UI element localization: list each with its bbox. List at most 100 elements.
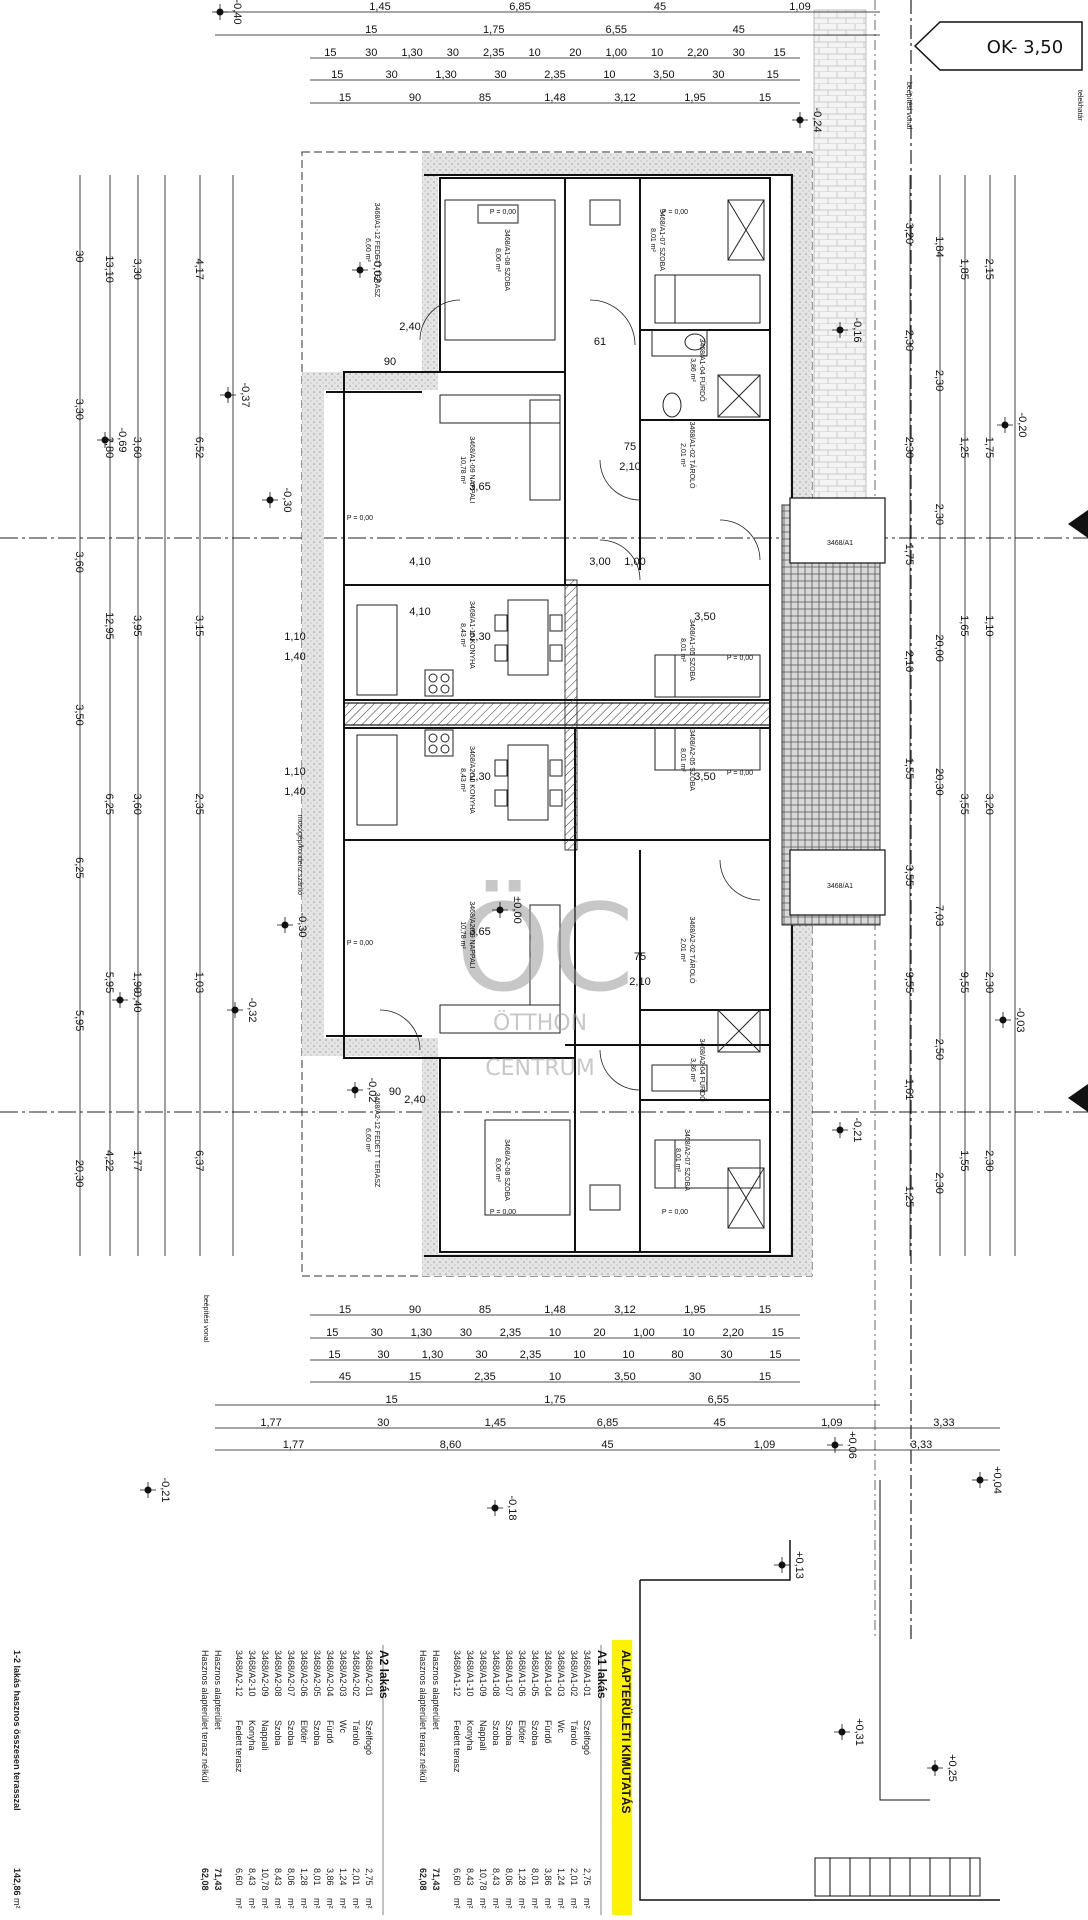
bottom-dim-row2: 10 xyxy=(549,1327,561,1339)
left-dim-col3: 3,60 xyxy=(131,437,143,458)
top-dim-row2: 1,75 xyxy=(483,24,504,36)
ok-badge-label: OK- 3,50 xyxy=(987,37,1063,58)
room-area: 8,43 m² xyxy=(459,623,466,647)
left-dim-col2: 6,25 xyxy=(103,793,115,814)
bottom-dim-row2: 10 xyxy=(683,1327,695,1339)
right-dim-col3: 3,55 xyxy=(958,793,970,814)
floor-level-mark: P = 0,00 xyxy=(662,1209,688,1216)
table-row-unit: m² xyxy=(543,1898,553,1909)
table-row-name: Wc xyxy=(338,1720,348,1733)
level-mark: -0,40 xyxy=(212,0,243,25)
interior-dim: 1,10 xyxy=(284,766,305,778)
table-row-code: 3468/A2-03 xyxy=(338,1650,348,1697)
left-dim-col1: 30 xyxy=(73,250,85,262)
table-row-code: 3468/A1-03 xyxy=(556,1650,566,1697)
room-area: 8,06 m² xyxy=(494,1158,501,1182)
room-area: 8,01 m² xyxy=(674,1148,681,1172)
bottom-dim-row6: 6,85 xyxy=(597,1417,618,1429)
table-row-unit: m² xyxy=(556,1898,566,1909)
bottom-dim-row1: 3,12 xyxy=(614,1304,635,1316)
level-mark: -0,03 xyxy=(995,1007,1026,1033)
table-row-name: Előtér xyxy=(299,1720,309,1744)
top-dim-row3: 10 xyxy=(651,47,663,59)
bottom-dim-row5: 6,55 xyxy=(708,1394,729,1406)
left-dim-col3: 3,95 xyxy=(131,615,143,636)
top-dim-row4: 3,50 xyxy=(653,69,674,81)
table-row-area: 10,78 xyxy=(260,1868,270,1891)
table-row-code: 3468/A1-05 xyxy=(530,1650,540,1697)
right-dim-col3: 1,85 xyxy=(958,258,970,279)
level-mark: +0,13 xyxy=(774,1551,805,1579)
left-dim-col1: 3,30 xyxy=(73,399,85,420)
table-row-name: Szélfogó xyxy=(364,1720,374,1755)
room-name: 3468/A2-12 FEDETT TERASZ xyxy=(373,1093,380,1188)
room-name: 3468/A2-08 SZOBA xyxy=(503,1139,510,1201)
level-mark: -0,21 xyxy=(832,1117,863,1143)
watermark-line2: CENTRUM xyxy=(485,1056,595,1081)
table-row-unit: m² xyxy=(582,1898,592,1909)
table-total-value: 71,43 xyxy=(213,1868,223,1891)
bottom-dim-row2: 1,30 xyxy=(411,1327,432,1339)
room-name: 3468/A2-09 NAPPALI xyxy=(468,901,475,968)
table-row-name: Szélfogó xyxy=(582,1720,592,1755)
top-dim-row3: 30 xyxy=(447,47,459,59)
table-row-unit: m² xyxy=(286,1898,296,1909)
entrance-step-1 xyxy=(789,497,886,564)
table-row-code: 3468/A2-10 xyxy=(247,1650,257,1697)
table-row-area: 6,60 xyxy=(452,1868,462,1886)
level-cross xyxy=(112,992,128,1008)
fence xyxy=(814,1857,981,1897)
left-dim-col4: 1,03 xyxy=(193,972,205,993)
interior-dim: 2,40 xyxy=(399,321,420,333)
table-row-area: 8,01 xyxy=(312,1868,322,1886)
level-mark: -0,37 xyxy=(220,382,251,408)
room-name: 3468/A1-08 SZOBA xyxy=(503,229,510,291)
bottom-dim-row2: 1,00 xyxy=(633,1327,654,1339)
level-mark: -0,40 xyxy=(112,987,143,1013)
left-dim-col1: 5,95 xyxy=(73,1010,85,1031)
level-value: -0,40 xyxy=(231,0,243,25)
left-dim-col4: 6,52 xyxy=(193,437,205,458)
right-dim-col3: 1,55 xyxy=(958,1150,970,1171)
table-section-header: A1 lakás xyxy=(595,1650,609,1699)
stair-label-2: 3468/A1 xyxy=(827,883,853,890)
bottom-dim-row5: 15 xyxy=(386,1394,398,1406)
table-row-name: Szoba xyxy=(273,1720,283,1746)
top-dim-row5: 15 xyxy=(339,92,351,104)
room-area: 3,86 m² xyxy=(689,1058,696,1082)
axis-arrow-2 xyxy=(1068,1084,1088,1112)
level-cross xyxy=(220,387,236,403)
table-row-area: 8,06 xyxy=(504,1868,514,1886)
watermark-monogram: ÖC xyxy=(456,880,634,1019)
table-row-code: 3468/A2-09 xyxy=(260,1650,270,1697)
bottom-dim-row6: 1,09 xyxy=(821,1417,842,1429)
bottom-dim-row4: 45 xyxy=(339,1371,351,1383)
bottom-dim-row2: 2,35 xyxy=(500,1327,521,1339)
left-dim-col1: 6,25 xyxy=(73,857,85,878)
level-cross xyxy=(792,112,808,128)
table-row-unit: m² xyxy=(273,1898,283,1909)
top-dim-row4: 10 xyxy=(603,69,615,81)
bottom-dim-row2: 2,20 xyxy=(722,1327,743,1339)
door-swings xyxy=(379,299,761,1091)
level-value: -0,18 xyxy=(506,1495,518,1520)
table-row-unit: m² xyxy=(299,1898,309,1909)
top-dim-row2: 15 xyxy=(365,24,377,36)
table-total2-value: 62,08 xyxy=(200,1868,210,1891)
bottom-dim-row4: 10 xyxy=(549,1371,561,1383)
bottom-dim-row1: 1,95 xyxy=(684,1304,705,1316)
interior-dim: 1,10 xyxy=(284,631,305,643)
bottom-dim-row1: 1,48 xyxy=(544,1304,565,1316)
bottom-dim-row3: 10 xyxy=(573,1349,585,1361)
left-dim-col1: 20,30 xyxy=(73,1160,85,1188)
level-cross xyxy=(212,4,228,20)
table-row-area: 10,78 xyxy=(478,1868,488,1891)
floor-level-mark: P = 0,00 xyxy=(490,209,516,216)
floor-level-mark: P = 0,00 xyxy=(347,940,373,947)
table-row-area: 3,86 xyxy=(543,1868,553,1886)
top-dim-row3: 30 xyxy=(365,47,377,59)
bottom-dim-row2: 15 xyxy=(772,1327,784,1339)
